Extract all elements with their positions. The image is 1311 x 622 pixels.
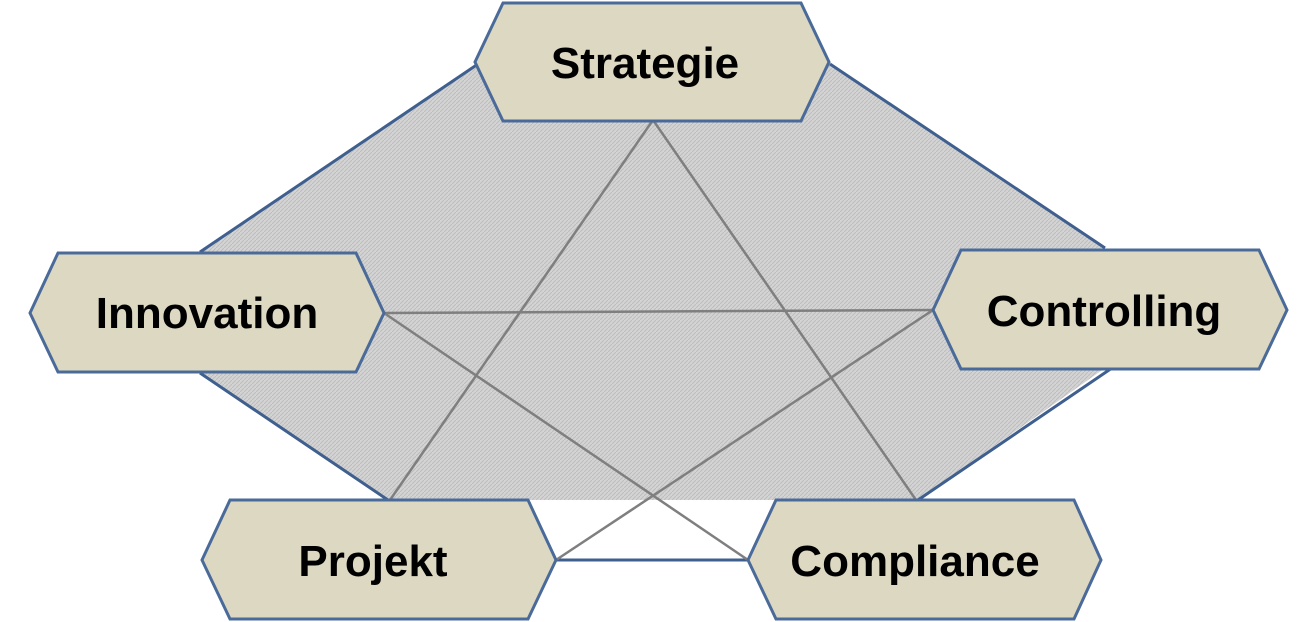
node-compliance: Compliance — [746, 498, 1103, 621]
outline-edge-controlling-compliance — [917, 366, 1113, 502]
hexagon-shape — [473, 1, 831, 123]
hexagon-shape — [200, 498, 558, 621]
outline-edges — [199, 62, 1113, 562]
node-strategie: Strategie — [473, 1, 831, 123]
node-label-innovation: Innovation — [96, 289, 318, 338]
node-label-projekt: Projekt — [298, 537, 448, 586]
node-controlling: Controlling — [931, 248, 1289, 371]
hatched-background-area — [200, 64, 1105, 500]
connector-innovation-controlling — [383, 308, 934, 315]
connector-strategie-projekt — [388, 119, 655, 501]
node-label-compliance: Compliance — [790, 537, 1039, 586]
outline-edge-strategie-controlling — [829, 62, 1106, 250]
connector-innovation-compliance — [383, 311, 749, 562]
connector-projekt-controlling — [555, 308, 934, 562]
outline-edge-strategie-innovation — [199, 62, 479, 254]
node-label-controlling: Controlling — [987, 287, 1222, 336]
hexagon-shape — [931, 248, 1289, 371]
connectors — [383, 119, 934, 562]
hexagon-shape — [746, 498, 1103, 621]
hexagon-shape — [28, 251, 386, 374]
node-innovation: Innovation — [28, 251, 386, 374]
node-label-strategie: Strategie — [551, 39, 739, 88]
outline-edge-innovation-projekt — [199, 371, 389, 502]
node-projekt: Projekt — [200, 498, 558, 621]
